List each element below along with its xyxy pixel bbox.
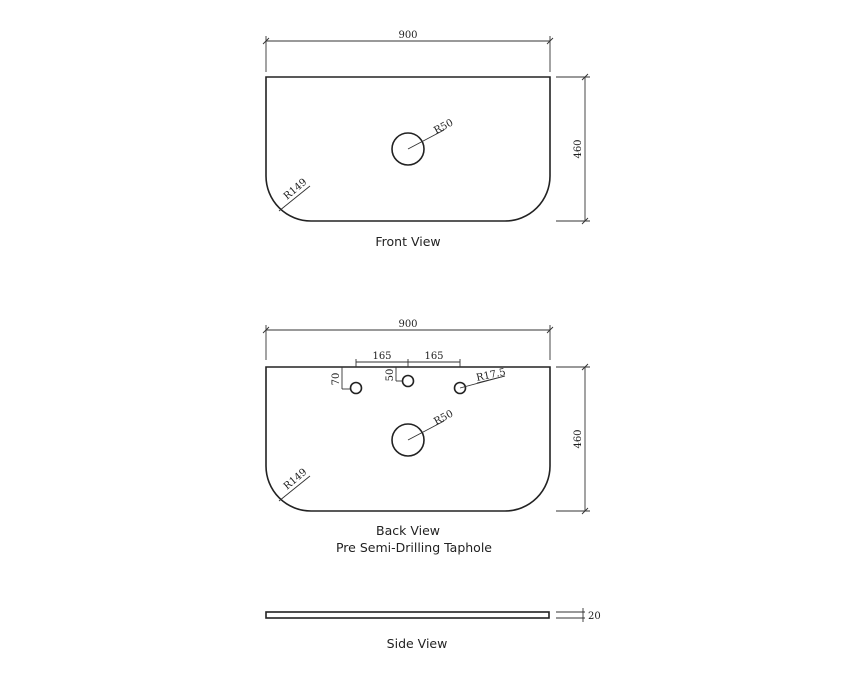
height-label: 460	[573, 139, 584, 158]
height-label: 460	[573, 429, 584, 448]
width-label: 900	[398, 30, 417, 41]
side-view: 20 Side View	[265, 608, 601, 651]
hole-radius-label: R50	[432, 117, 455, 136]
front-view: R50 R149 900 460 Front View	[262, 30, 590, 249]
side-hole-offset-label: 70	[331, 373, 342, 386]
back-view-outline	[265, 366, 551, 512]
hole-radius-label: R50	[432, 408, 455, 427]
side-view-outline	[265, 611, 550, 619]
basin-hole	[391, 423, 425, 457]
back-view-caption: Back View	[376, 523, 440, 538]
taphole-right	[453, 381, 467, 395]
spacing-right-label: 165	[424, 351, 443, 362]
taphole-radius-label: R17.5	[475, 367, 506, 384]
back-view-subcaption: Pre Semi-Drilling Taphole	[336, 540, 492, 555]
front-view-outline	[265, 76, 551, 222]
spacing-left-label: 165	[372, 351, 391, 362]
side-view-caption: Side View	[387, 636, 448, 651]
taphole-left	[349, 381, 363, 395]
thickness-label: 20	[588, 611, 601, 622]
back-view: R50 R149 R17.5 165 165 70 50 900	[262, 319, 590, 555]
basin-hole	[391, 132, 425, 166]
width-label: 900	[398, 319, 417, 330]
center-hole-offset-label: 50	[385, 369, 396, 382]
front-view-caption: Front View	[375, 234, 440, 249]
taphole-center	[401, 374, 415, 388]
